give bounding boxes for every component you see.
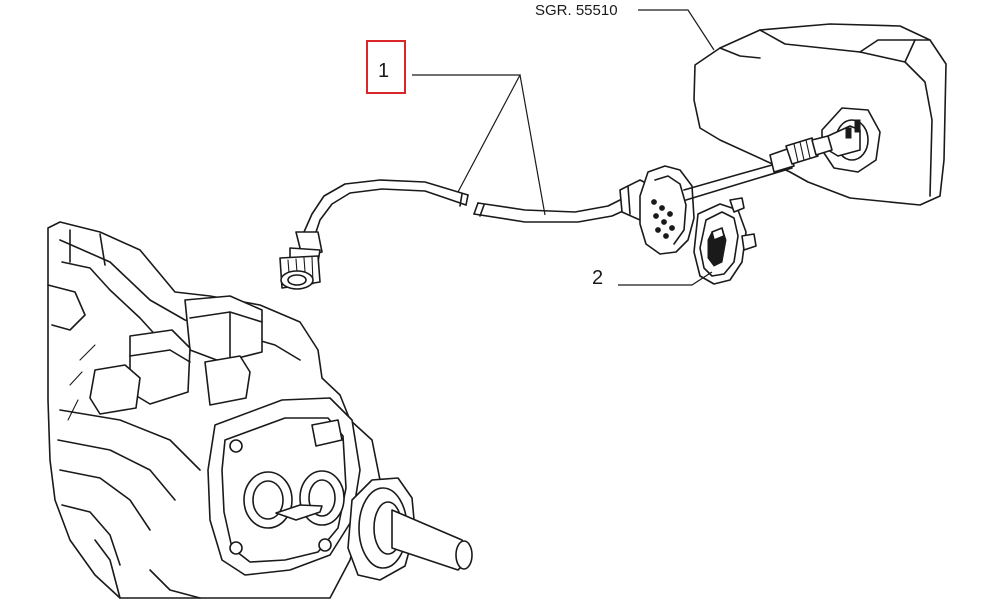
cable-grommet xyxy=(619,165,695,255)
reference-leader xyxy=(638,9,715,51)
callout-reference: SGR. 55510 xyxy=(535,2,715,51)
gearbox-housing xyxy=(47,221,473,599)
cable-end-knurled-nut xyxy=(279,255,321,290)
speedometer-cable xyxy=(279,135,833,290)
part-1-highlight-box xyxy=(366,40,406,94)
part-2-label: 2 xyxy=(592,267,603,289)
part-2-leader xyxy=(618,271,713,286)
cable-clip xyxy=(693,197,757,285)
part-1-leader-a xyxy=(412,74,521,193)
callout-part-2: 2 xyxy=(592,267,713,289)
part-1-label: 1 xyxy=(378,60,389,82)
instrument-cluster xyxy=(693,23,947,206)
reference-label: SGR. 55510 xyxy=(535,2,618,19)
part-1-leader-b xyxy=(519,74,546,216)
callout-part-1: 1 xyxy=(366,40,546,216)
